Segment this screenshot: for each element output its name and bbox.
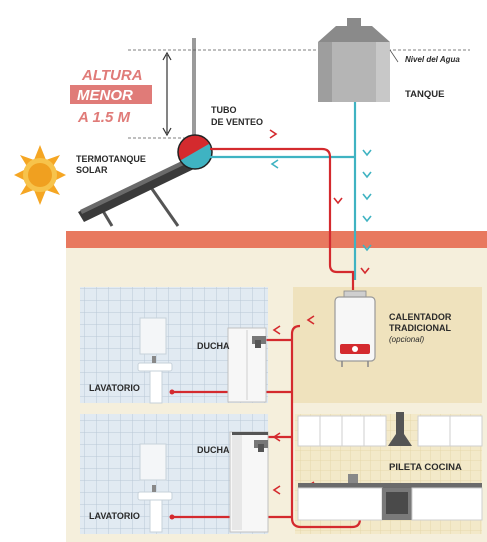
shower-icon [229, 431, 269, 533]
lavatorio-top-label: LAVATORIO [89, 383, 140, 393]
height-arrow-bottom [162, 127, 172, 137]
calentador-line2: TRADICIONAL [389, 323, 451, 333]
roof-band [66, 231, 487, 248]
pileta-label: PILETA COCINA [389, 462, 462, 473]
cold-arrows [270, 149, 372, 252]
altura-line2: MENOR [77, 87, 133, 104]
tanque-label: TANQUE [405, 89, 444, 100]
altura-line3: A 1.5 M [77, 109, 130, 126]
kitchen-cabinet-icon [297, 415, 483, 447]
ducha-bottom-label: DUCHA [197, 445, 230, 455]
lavatorio-bottom-label: LAVATORIO [89, 511, 140, 521]
altura-line1: ALTURA [81, 67, 143, 84]
ducha-top-label: DUCHA [197, 341, 230, 351]
heater-room [293, 287, 482, 403]
outlet-dot [169, 389, 175, 395]
nivel-pointer [389, 49, 399, 63]
tubo-line2: DE VENTEO [211, 117, 263, 127]
heater-icon [334, 290, 376, 367]
nivel-agua-label: Nivel del Agua [405, 55, 460, 64]
termotanque-line1: TERMOTANQUE [76, 154, 146, 164]
calentador-line1: CALENTADOR [389, 312, 452, 322]
altura-highlight [70, 85, 152, 104]
calentador-line3: (opcional) [389, 335, 424, 344]
kitchen-cabinet-icon [297, 474, 483, 521]
range-hood-icon [388, 412, 412, 446]
tubo-line1: TUBO [211, 105, 237, 115]
sink-icon [137, 317, 173, 404]
hot-pipes [172, 147, 362, 529]
shower-icon [227, 327, 267, 403]
height-arrow-top [162, 51, 172, 61]
solar-panel-icon [78, 158, 196, 227]
sink-icon [137, 443, 173, 533]
sun-icon [14, 145, 66, 205]
termotanque-line2: SOLAR [76, 165, 108, 175]
height-label: ALTURA MENOR A 1.5 M [70, 67, 152, 126]
outlet-dot [169, 514, 175, 520]
water-tank-icon [318, 18, 390, 102]
thermotank-tank [177, 134, 213, 170]
